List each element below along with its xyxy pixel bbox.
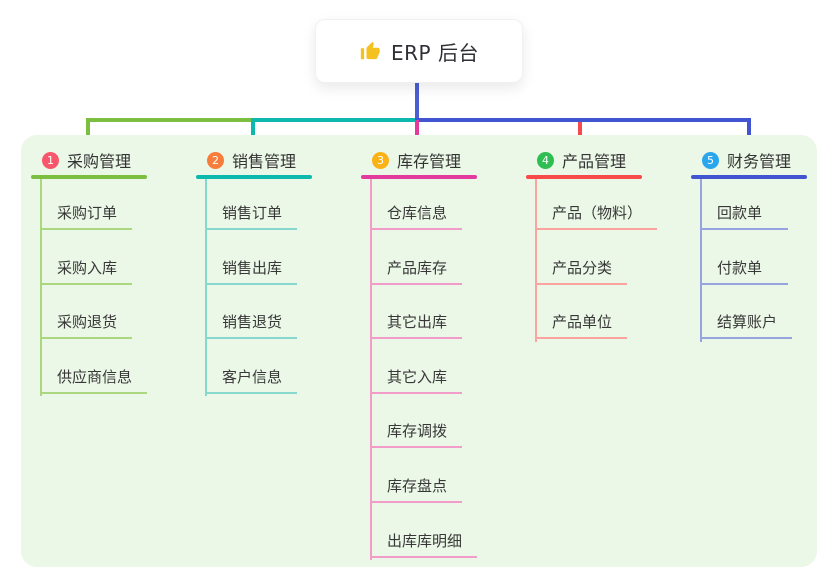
root-node-label: ERP 后台 [391,40,479,65]
branch-finance: 5 财务管理 回款单 付款单 结算账户 [691,0,839,588]
branch-vline [205,179,207,396]
mindmap-item[interactable]: 产品（物料） [535,175,658,230]
connector-branch3-drop [415,120,419,148]
mindmap-item[interactable]: 付款单 [700,230,792,285]
branch-title-finance[interactable]: 5 财务管理 [691,148,791,172]
branch-vline [370,179,372,560]
item-label[interactable]: 采购入库 [40,257,133,285]
branch-vline [535,179,537,342]
item-label[interactable]: 销售订单 [205,202,298,230]
branch-underline [196,175,312,179]
root-connector-line [415,83,419,122]
mindmap-item[interactable]: 销售订单 [205,175,298,230]
item-label[interactable]: 付款单 [700,257,788,285]
branch-title-label: 产品管理 [562,152,627,171]
item-label[interactable]: 库存调拨 [370,420,463,449]
mindmap-item[interactable]: 客户信息 [205,339,298,394]
mindmap-item[interactable]: 销售出库 [205,230,298,285]
item-label[interactable]: 其它入库 [370,366,463,394]
mindmap-item[interactable]: 产品单位 [535,285,657,340]
mindmap-item[interactable]: 出库库明细 [370,503,478,558]
branch-sales: 2 销售管理 销售订单 销售出库 销售退货 客户信息 [196,0,371,588]
item-label[interactable]: 产品单位 [535,311,628,340]
connector-branch2-drop [251,118,255,148]
mindmap-item[interactable]: 供应商信息 [40,339,148,394]
branch-underline [526,175,642,179]
branch-underline [31,175,147,179]
item-label[interactable]: 其它出库 [370,311,463,340]
branch-product: 4 产品管理 产品（物料） 产品分类 产品单位 [526,0,701,588]
branch-title-sales[interactable]: 2 销售管理 [196,148,296,172]
connector-branch1-horizontal [86,118,255,122]
branch-items: 销售订单 销售出库 销售退货 客户信息 [205,175,298,394]
branch-underline [361,175,477,179]
branches-panel [21,135,817,567]
branch-inventory: 3 库存管理 仓库信息 产品库存 其它出库 其它入库 库存调拨 库存盘点 出库库… [361,0,536,588]
connector-branch2-horizontal [251,118,417,122]
item-label[interactable]: 产品库存 [370,257,463,285]
mindmap-item[interactable]: 仓库信息 [370,175,477,230]
item-label[interactable]: 出库库明细 [370,530,478,558]
mindmap-item[interactable]: 产品分类 [535,230,657,285]
item-label[interactable]: 库存盘点 [370,475,463,503]
mindmap-item[interactable]: 销售退货 [205,285,298,340]
item-label[interactable]: 采购退货 [40,311,133,340]
item-label[interactable]: 结算账户 [700,311,793,340]
item-label[interactable]: 客户信息 [205,366,298,394]
branch-items: 仓库信息 产品库存 其它出库 其它入库 库存调拨 库存盘点 出库库明细 [370,175,478,558]
branch-vline [700,179,702,342]
branch-title-label: 销售管理 [232,152,297,171]
branch-title-label: 库存管理 [397,152,462,171]
branch-badge: 1 [42,151,59,169]
branch-badge: 5 [702,151,719,169]
branch-underline [691,175,807,179]
item-label[interactable]: 销售退货 [205,311,298,340]
mindmap-item[interactable]: 采购订单 [40,175,147,230]
root-node[interactable]: ERP 后台 [315,19,523,83]
item-label[interactable]: 仓库信息 [370,202,463,230]
branch-items: 采购订单 采购入库 采购退货 供应商信息 [40,175,148,394]
branch-title-label: 采购管理 [67,152,132,171]
mindmap-item[interactable]: 采购退货 [40,285,147,340]
mindmap-item[interactable]: 结算账户 [700,285,793,340]
branch-badge: 4 [537,151,554,169]
item-label[interactable]: 产品分类 [535,257,628,285]
connector-branch1-drop [86,118,90,148]
mindmap-item[interactable]: 产品库存 [370,230,477,285]
branch-badge: 3 [372,151,389,169]
connector-branch5-drop [747,118,751,148]
branch-title-product[interactable]: 4 产品管理 [526,148,626,172]
branch-title-inventory[interactable]: 3 库存管理 [361,148,461,172]
mindmap-item[interactable]: 回款单 [700,175,792,230]
mindmap-item[interactable]: 其它入库 [370,339,477,394]
connector-branch5-horizontal [415,118,751,122]
branch-items: 产品（物料） 产品分类 产品单位 [535,175,658,340]
item-label[interactable]: 产品（物料） [535,202,658,230]
item-label[interactable]: 销售出库 [205,257,298,285]
mindmap-item[interactable]: 采购入库 [40,230,147,285]
item-label[interactable]: 供应商信息 [40,366,148,394]
branch-title-procurement[interactable]: 1 采购管理 [31,148,131,172]
branch-badge: 2 [207,151,224,169]
mindmap-item[interactable]: 库存盘点 [370,448,477,503]
mindmap-item[interactable]: 其它出库 [370,285,477,340]
branch-items: 回款单 付款单 结算账户 [700,175,793,340]
branch-title-label: 财务管理 [727,152,792,171]
branch-procurement: 1 采购管理 采购订单 采购入库 采购退货 供应商信息 [31,0,206,588]
item-label[interactable]: 采购订单 [40,202,133,230]
branch-vline [40,179,42,396]
item-label[interactable]: 回款单 [700,202,788,230]
mindmap-item[interactable]: 库存调拨 [370,394,477,449]
thumbs-up-icon [359,40,381,62]
